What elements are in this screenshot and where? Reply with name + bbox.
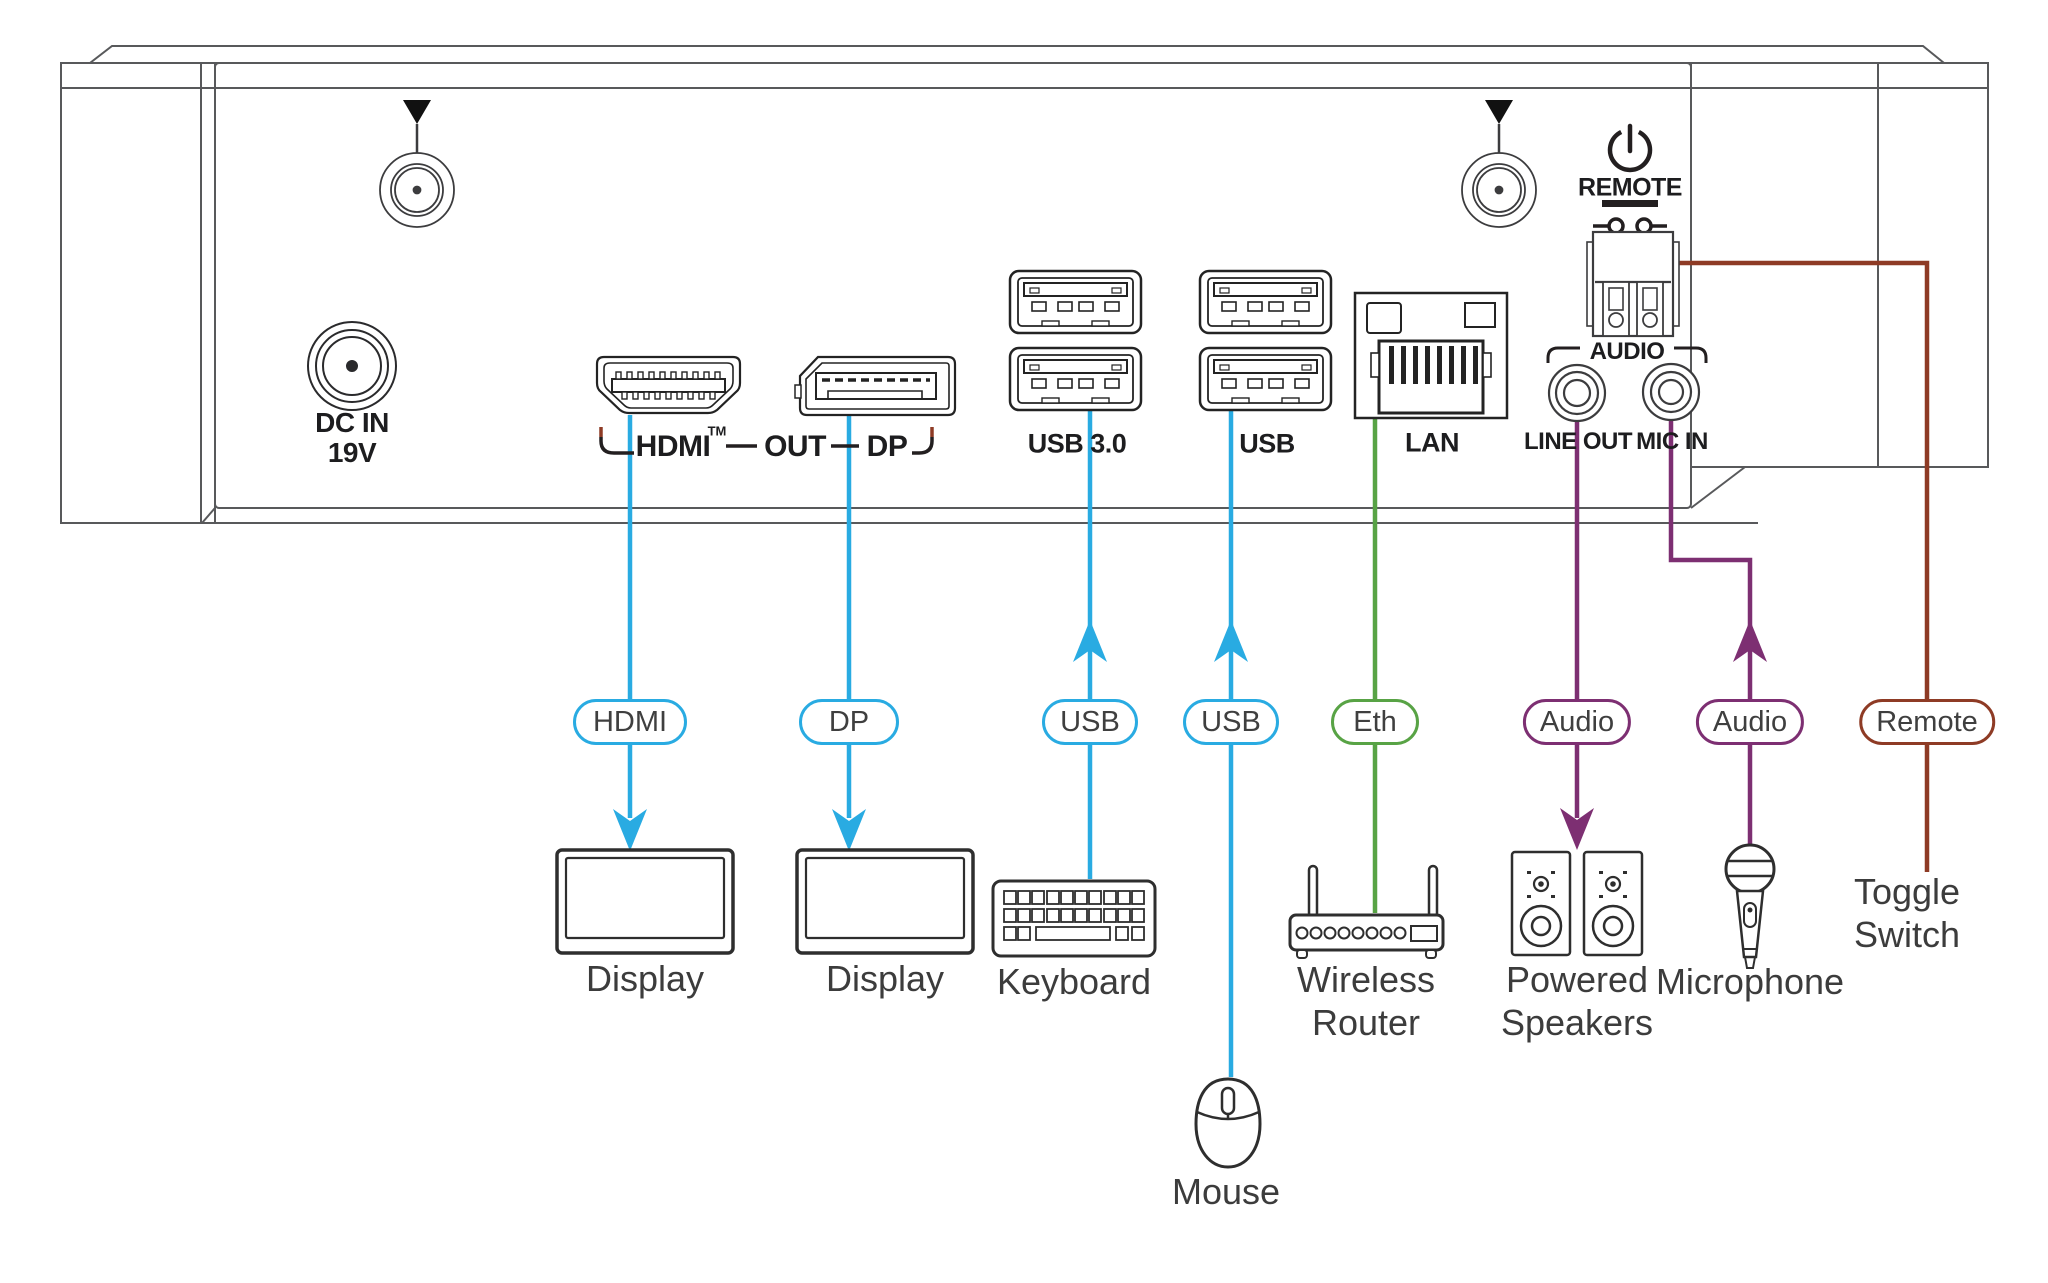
hdmi-port-label: HDMI [635,430,711,463]
mic-in-port-label: MIC IN [1636,428,1708,455]
cable-tag-usb-2: USB [1183,699,1279,745]
usb-port-label: USB [1239,428,1295,459]
usb3-port-bottom [1008,346,1143,412]
connection-lineout [1560,421,1594,850]
display-icon [795,848,975,955]
remote-power-icon [1607,123,1653,173]
chassis-front-panel [214,62,1692,509]
cable-tag-remote: Remote [1859,699,1995,745]
display-icon [555,848,735,955]
dc-in-port-label: DC IN 19V [315,407,389,468]
chassis-top-face [87,45,1947,64]
display-1-label: Display [585,958,705,999]
line-out-port-label: LINE OUT [1524,428,1633,455]
mouse-label: Mouse [1171,1171,1281,1212]
connection-usb3 [1073,410,1107,879]
wireless-router-label: Wireless Router [1296,959,1436,1043]
arrow-down-icon [613,809,647,851]
usb3-port-label: USB 3.0 [1027,428,1127,459]
antenna-marker-icon [403,100,431,124]
dp-port [794,355,957,417]
arrow-up-icon [1733,620,1767,662]
usb3-port-top [1008,269,1143,335]
antenna-connector-right [1461,100,1537,228]
audio-group-label: AUDIO [1589,338,1665,365]
keyboard-icon [991,879,1157,958]
cable-tag-dp: DP [799,699,899,745]
connection-dp [832,415,866,851]
cable-tag-audio-1: Audio [1522,699,1632,745]
remote-port-label: REMOTE [1578,173,1682,202]
mic-in-jack [1641,362,1701,422]
cable-tag-eth: Eth [1331,699,1419,745]
hdmi-port [595,355,742,415]
hdmi-trademark: TM [707,423,727,439]
arrow-up-icon [1073,620,1107,662]
cable-tag-audio-2: Audio [1695,699,1805,745]
connection-micin [1668,420,1767,845]
dp-port-label: DP [866,430,908,463]
connection-usb [1214,410,1248,1077]
usb-port-bottom [1198,346,1333,412]
arrow-down-icon [1560,808,1594,850]
connection-hdmi [613,415,647,851]
remote-terminal-block [1586,230,1680,338]
hdmi-out-dp-bracket [599,427,934,455]
chassis-left-endcap [60,62,216,524]
cable-tag-hdmi: HDMI [573,699,687,745]
dc-in-port [307,321,397,411]
antenna-marker-icon [1485,100,1513,124]
lan-port [1353,291,1509,420]
line-out-jack [1547,363,1607,423]
connection-remote [1673,260,1930,872]
arrow-up-icon [1214,620,1248,662]
audio-bracket [1546,346,1708,363]
powered-speakers-label: Powered Speakers [1500,959,1654,1043]
lan-port-label: LAN [1405,427,1460,458]
usb-port-top [1198,269,1333,335]
cable-tag-usb-1: USB [1042,699,1138,745]
microphone-icon [1724,843,1776,969]
mouse-icon [1194,1077,1262,1169]
display-2-label: Display [825,958,945,999]
microphone-label: Microphone [1655,961,1845,1002]
antenna-connector-left [379,100,455,228]
powered-speakers-icon [1510,850,1644,957]
toggle-switch-label: Toggle Switch [1853,871,1961,955]
arrow-down-icon [832,809,866,851]
wireless-router-icon [1288,864,1445,959]
out-port-label: OUT [764,430,826,463]
keyboard-label: Keyboard [996,961,1152,1002]
